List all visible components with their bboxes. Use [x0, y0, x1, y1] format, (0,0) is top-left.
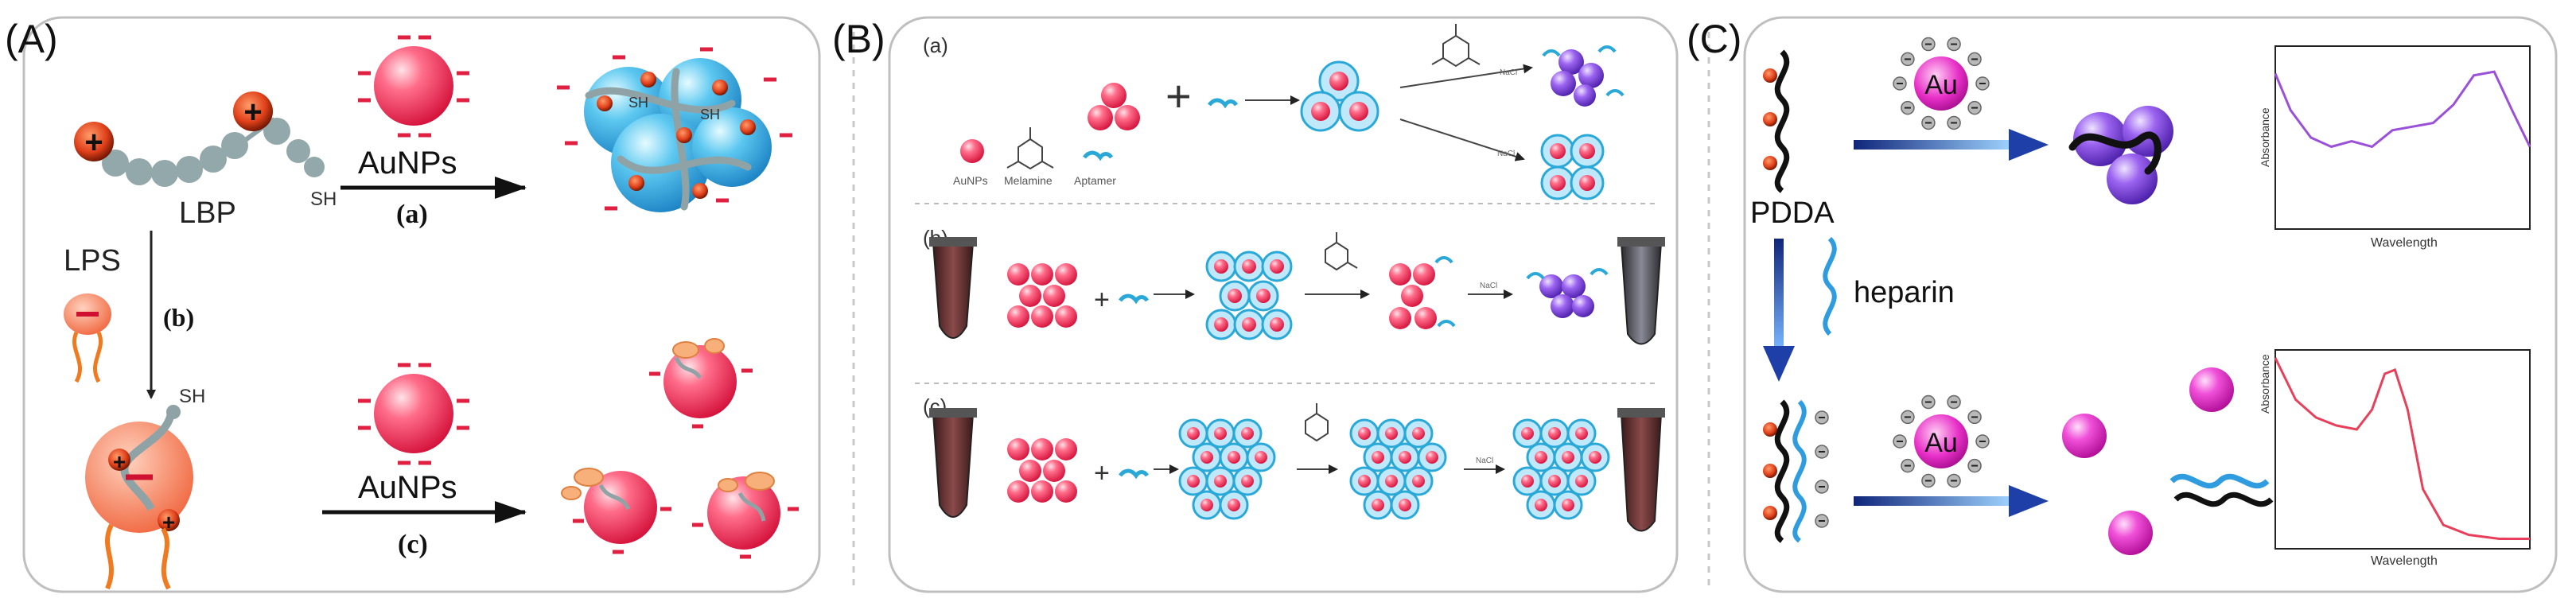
spectrum-bottom-xlabel: Wavelength [2371, 554, 2438, 568]
lps-label: LPS [64, 244, 121, 278]
svg-text:SH: SH [628, 95, 648, 111]
purple-cluster-b [1526, 268, 1609, 318]
tube-red-c1 [929, 408, 977, 518]
aunp-reagent-bottom [358, 363, 469, 465]
step-b-label: (b) [163, 303, 194, 332]
melamine-molecule-c [1305, 403, 1329, 442]
aunps-label-top: AuNPs [358, 146, 457, 181]
legend-aunp-icon [960, 139, 984, 163]
aptamer-c [1119, 468, 1150, 480]
aptamer-a [1208, 98, 1239, 109]
panel-b-frame [888, 16, 1679, 593]
spectrum-top-xlabel: Wavelength [2371, 236, 2438, 250]
aggregated-purple-cluster-a [1542, 45, 1625, 107]
dispersed-magenta-particles [2062, 367, 2274, 555]
tube-red-c2 [1617, 408, 1665, 532]
au-nanoparticle-bottom [1893, 394, 1990, 488]
pdda-label: PDDA [1750, 196, 1835, 230]
nacl-label-a1: NaCl [1500, 68, 1517, 77]
spectrum-bottom-line [2274, 357, 2530, 540]
aunp-reagent-top [358, 35, 469, 138]
panel-a: (A) + + LBP SH [5, 16, 821, 593]
aunp-cluster-c [1007, 438, 1077, 503]
aunps-label-bottom: AuNPs [358, 470, 457, 505]
panel-c-label: (C) [1687, 17, 1741, 61]
au-label-bottom: Au [1924, 428, 1958, 458]
tube-red-b [929, 237, 977, 339]
au-nanoparticle-top [1893, 37, 1990, 130]
dispersed-aunps-bottom [561, 338, 799, 559]
svg-text:+: + [113, 449, 126, 474]
aptamer-icon [1083, 150, 1114, 161]
coated-cluster-c3 [1512, 418, 1610, 520]
spectrum-top-frame [2274, 45, 2531, 230]
step-c-label: (c) [398, 530, 428, 559]
lbp-chain: + + [74, 91, 325, 187]
aunp-cluster-b [1007, 263, 1077, 328]
legend-aunps-label: AuNPs [953, 174, 988, 187]
positive-charge-icon [74, 122, 114, 161]
lps-molecule [64, 293, 111, 383]
panel-a-label: (A) [5, 17, 58, 61]
tube-gray-b [1617, 237, 1665, 345]
melamine-bound-cluster-b [1389, 256, 1456, 329]
blue-arrow-bottom [1854, 485, 2049, 517]
svg-text:SH: SH [700, 107, 720, 122]
sh-label: SH [310, 188, 337, 210]
melamine-molecule-a [1431, 24, 1481, 68]
pdda-chain-top [1763, 49, 1790, 193]
blue-arrow-down [1763, 239, 1795, 382]
aggregated-aunps-top: SH SH [557, 47, 792, 212]
nacl-label-b: NaCl [1480, 282, 1497, 290]
step-a-label: (a) [396, 200, 428, 229]
spectrum-top-line [2274, 70, 2531, 149]
pdda-heparin-complex [1763, 399, 1829, 543]
nacl-label-c: NaCl [1476, 457, 1493, 465]
panel-b-label: (B) [832, 17, 885, 61]
panel-b: (B) (a) AuNPs Melamine Aptamer + [832, 16, 1679, 593]
spectrum-chart-bottom: Absorbance Wavelength [2259, 349, 2531, 568]
aptamer-b [1119, 293, 1150, 305]
svg-text:+: + [243, 95, 262, 130]
plus-sign-c: + [1094, 458, 1110, 488]
spectrum-bottom-ylabel: Absorbance [2259, 354, 2271, 414]
positive-charge-icon [233, 91, 273, 131]
coated-cluster-c1 [1178, 418, 1276, 520]
melamine-molecule-b [1325, 232, 1358, 271]
au-label-top: Au [1924, 70, 1958, 100]
spectrum-top-ylabel: Absorbance [2259, 107, 2271, 167]
heparin-label: heparin [1854, 276, 1955, 309]
purple-aggregate [2068, 106, 2173, 204]
arrow-b-a-up [1399, 64, 1533, 88]
nacl-label-a2: NaCl [1497, 150, 1515, 158]
sh-label-bottom: SH [179, 386, 205, 407]
dispersed-cluster-a [1540, 134, 1605, 200]
coated-cluster-c2 [1349, 418, 1447, 520]
plus-sign-b: + [1094, 285, 1110, 315]
plus-sign: + [1165, 71, 1192, 121]
legend-melamine-label: Melamine [1004, 174, 1053, 187]
spectrum-chart-top: Absorbance Wavelength [2259, 45, 2531, 250]
lbp-label: LBP [179, 196, 236, 230]
melamine-icon [1006, 127, 1054, 170]
row-a-label: (a) [923, 33, 948, 57]
lbp-lps-complex: + + [85, 405, 193, 590]
aunp-cluster-a [1088, 83, 1140, 130]
spectrum-bottom-frame [2274, 349, 2531, 550]
aptamer-coated-cluster-a [1300, 60, 1379, 132]
legend-aptamer-label: Aptamer [1074, 174, 1116, 187]
coated-cluster-b [1205, 251, 1293, 340]
panel-c: (C) PDDA Au Absorb [1687, 16, 2558, 593]
heparin-icon [1823, 236, 1837, 336]
svg-text:+: + [84, 125, 103, 160]
arrow-b-a-down [1399, 119, 1525, 161]
blue-arrow-top [1854, 129, 2049, 161]
